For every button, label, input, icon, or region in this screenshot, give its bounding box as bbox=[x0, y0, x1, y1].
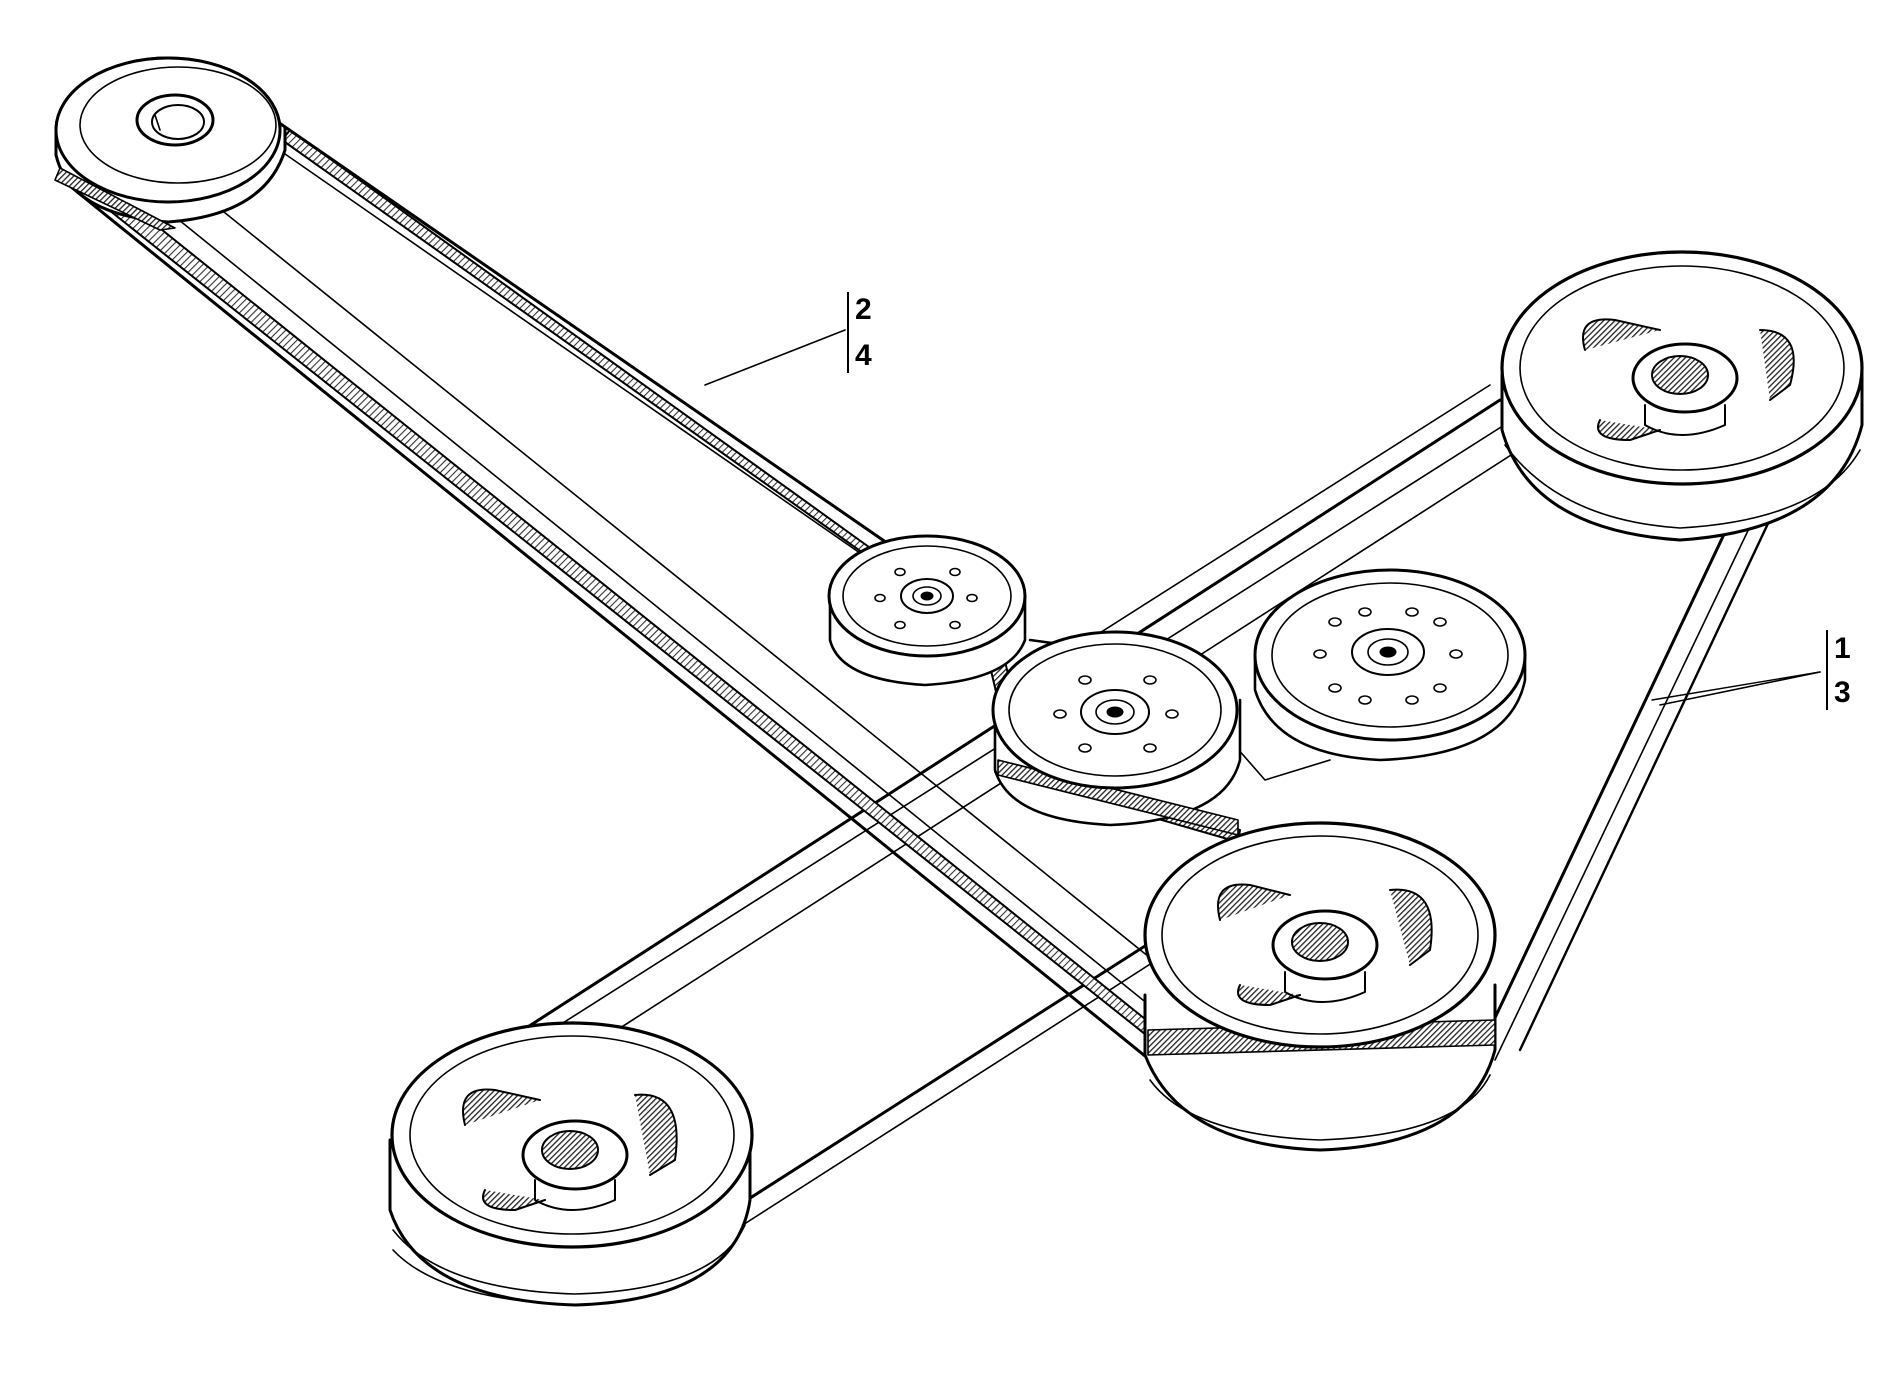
idler-pulley-right bbox=[1253, 568, 1527, 762]
callout-leader-right bbox=[1659, 671, 1821, 706]
callout-right-top: 1 bbox=[1834, 632, 1851, 665]
pulley-top-left bbox=[54, 56, 287, 231]
callout-right-bottom: 3 bbox=[1834, 676, 1851, 709]
pulley-top-right bbox=[1500, 250, 1864, 542]
pulley-bottom-right bbox=[1143, 821, 1497, 1152]
idler-pulley-small bbox=[827, 534, 1027, 687]
pulley-bottom-left bbox=[388, 1021, 754, 1307]
callout-upper-top: 2 bbox=[855, 293, 872, 326]
idler-pulley-center bbox=[991, 630, 1242, 836]
callout-upper: 2 4 bbox=[847, 292, 872, 373]
callout-right: 1 3 bbox=[1826, 630, 1851, 710]
callout-upper-bottom: 4 bbox=[855, 339, 872, 372]
